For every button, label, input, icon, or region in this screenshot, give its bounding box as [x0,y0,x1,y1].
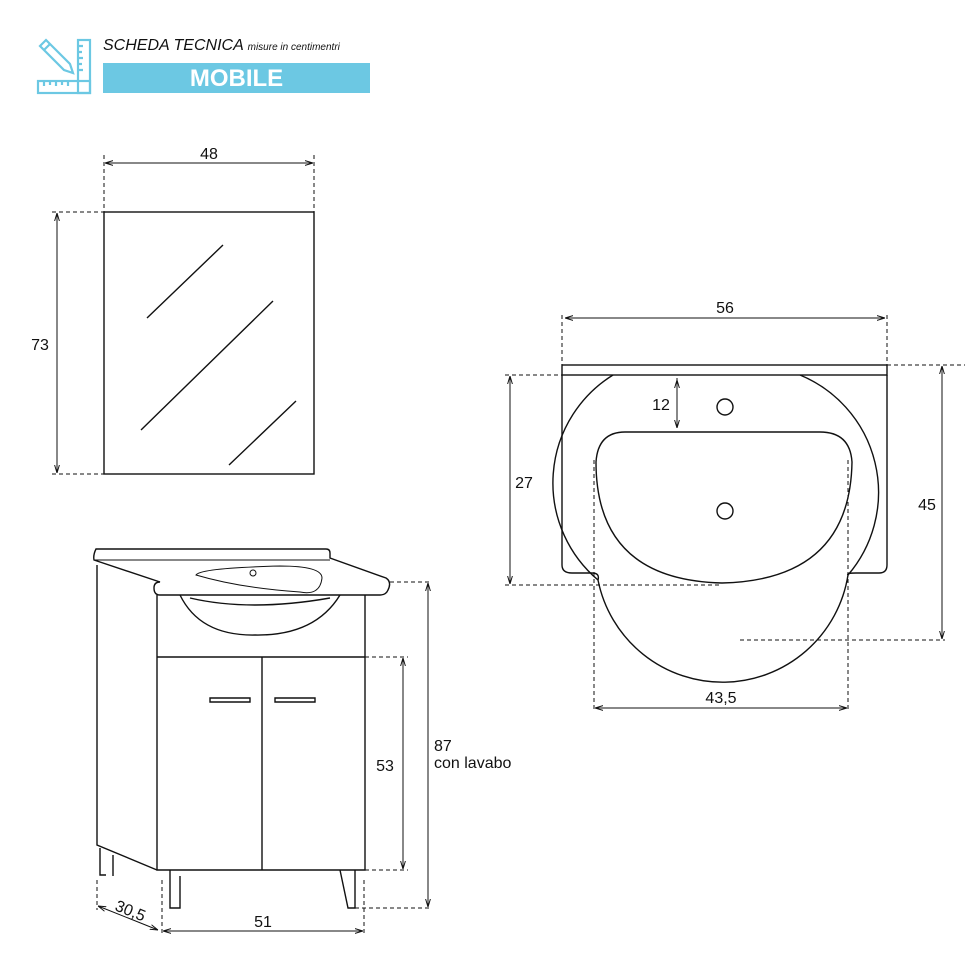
total-height-label: 87 [434,738,452,755]
cabinet-width-label: 51 [254,914,272,931]
basin-top-view: 56 12 27 45 43,5 [505,300,965,712]
total-height-note: con lavabo [434,755,511,772]
units-note: misure in centimentri [247,42,340,53]
mirror-height-label: 73 [31,337,49,354]
hole-distance-label: 12 [652,397,670,414]
basin-depth-label: 27 [515,475,533,492]
basin-width-label: 56 [716,300,734,317]
mirror-drawing: 48 73 [31,146,315,475]
total-depth-label: 45 [918,497,936,514]
mirror-width-label: 48 [200,146,218,163]
door-height-label: 53 [376,758,394,775]
sheet-title: SCHEDA TECNICA misure in centimentri [103,37,340,54]
cabinet-drawing: 53 87 con lavabo 51 30,5 [93,548,511,935]
cabinet-depth-label: 30,5 [113,898,148,925]
product-banner: MOBILE [103,63,370,93]
bowl-width-label: 43,5 [705,690,736,707]
ruler-pencil-icon [36,38,92,95]
